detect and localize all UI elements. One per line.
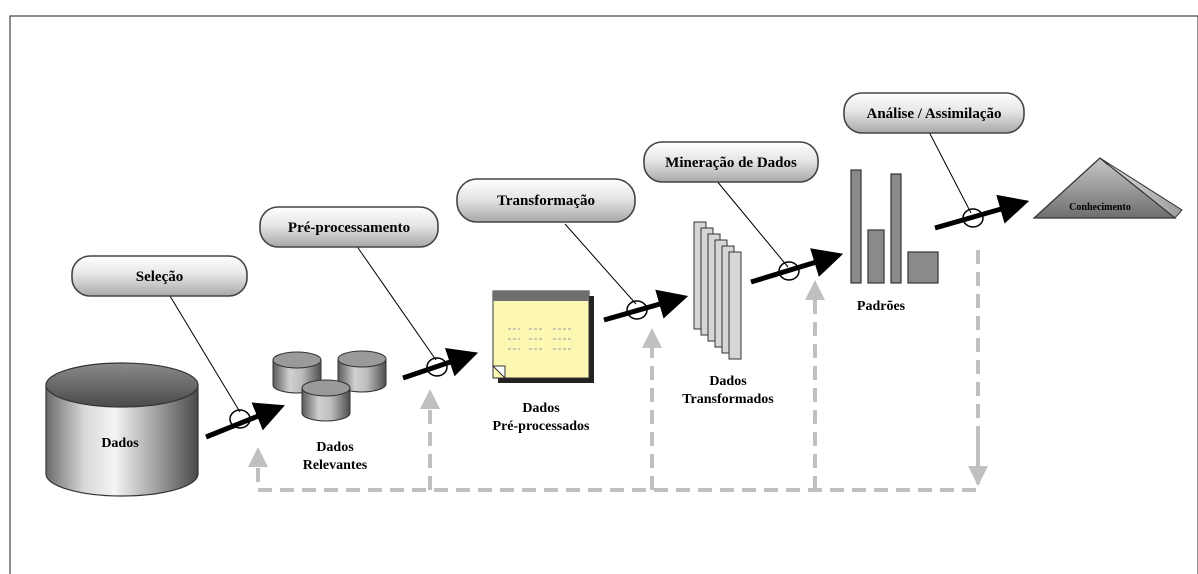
dados-preprocessados-label-line2: Pré-processados	[493, 419, 590, 434]
pyramid-edge	[1099, 157, 1109, 166]
dados-preprocessados-label-line1: Dados	[522, 401, 560, 416]
dados-label: Dados	[101, 436, 139, 451]
dados-transformados-stack-icon	[693, 221, 742, 360]
leader-transformacao	[564, 223, 637, 305]
dados-relevantes-label-line1: Dados	[316, 440, 354, 455]
padroes-bar-3	[890, 173, 902, 284]
stage-mineracao-label: Mineração de Dados	[665, 155, 797, 171]
stage-analise-pill	[843, 92, 1025, 134]
leader-mineracao	[715, 179, 789, 268]
document-corner	[491, 365, 506, 380]
dados-cylinder-body	[45, 384, 199, 497]
document-header	[493, 291, 589, 301]
stage-analise: Análise / Assimilação	[843, 92, 1025, 134]
stage-preprocessamento-label: Pré-processamento	[288, 220, 410, 236]
circle-preprocessamento	[426, 357, 448, 377]
dados-cylinder-top	[45, 362, 199, 408]
dados-preprocessados-document-icon: Dados Pré-processados	[491, 290, 594, 434]
pyramid-front	[1032, 157, 1177, 219]
leader-preprocessamento	[355, 244, 437, 361]
flow-arrow-analise	[934, 194, 1030, 231]
leader-selecao	[169, 295, 241, 413]
conhecimento-pyramid-icon: Conhecimento	[1032, 157, 1183, 219]
small-cylinder-2	[337, 350, 387, 393]
padroes-label: Padrões	[857, 299, 906, 314]
conhecimento-label: Conhecimento	[1069, 202, 1131, 213]
flow-arrow-selecao	[205, 402, 285, 440]
stage-analise-label: Análise / Assimilação	[866, 106, 1001, 122]
dados-relevantes-label-line2: Relevantes	[303, 458, 368, 473]
feedback-loop	[248, 250, 988, 492]
circle-analise	[962, 208, 984, 228]
stage-selecao-label: Seleção	[136, 269, 183, 285]
flow-arrow-transformacao	[603, 289, 689, 323]
leader-lines	[169, 127, 972, 413]
padroes-bars-icon	[850, 169, 939, 284]
stage-mineracao: Mineração de Dados	[643, 141, 819, 183]
stack-panel-6	[728, 251, 742, 360]
dados-database-icon: Dados	[45, 362, 199, 497]
dados-transformados-label-line2: Transformados	[682, 392, 774, 407]
circle-mineracao	[778, 261, 800, 281]
padroes-bar-4	[907, 251, 939, 284]
stage-preprocessamento: Pré-processamento	[259, 206, 439, 248]
stage-transformacao: Transformação	[456, 178, 636, 223]
circle-selecao	[229, 409, 251, 429]
document-body	[492, 290, 590, 379]
padroes-bar-1	[850, 169, 862, 284]
stage-preprocessamento-pill	[259, 206, 439, 248]
flow-arrow-preprocessamento	[402, 347, 479, 381]
stage-transformacao-pill	[456, 178, 636, 223]
arrow-circles	[229, 208, 984, 429]
diagram-frame	[9, 15, 1198, 574]
circle-transformacao	[626, 300, 648, 320]
flow-arrow-mineracao	[750, 248, 844, 285]
small-cylinder-3	[301, 379, 351, 422]
flow-arrows	[205, 194, 1030, 440]
dados-transformados-label-line1: Dados	[709, 374, 747, 389]
padroes-bar-2	[867, 229, 885, 284]
leader-analise	[926, 127, 972, 214]
stage-selecao: Seleção	[71, 255, 248, 297]
stage-mineracao-pill	[643, 141, 819, 183]
stage-selecao-pill	[71, 255, 248, 297]
feedback-main-line	[248, 250, 980, 492]
dados-relevantes-icon: Dados Relevantes	[272, 350, 387, 473]
stage-transformacao-label: Transformação	[497, 193, 595, 209]
document-lines	[508, 328, 571, 350]
